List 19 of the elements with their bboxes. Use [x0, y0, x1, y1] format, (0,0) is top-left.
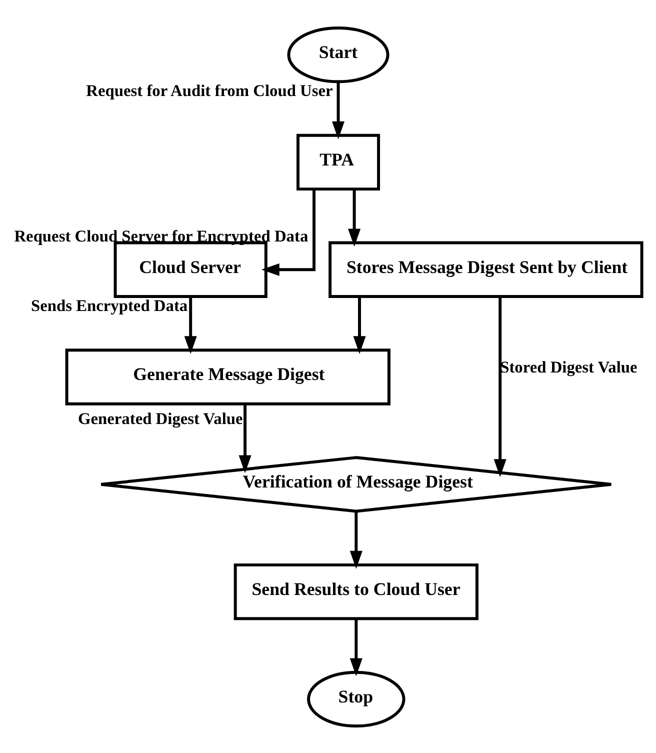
arrow — [348, 188, 361, 246]
edge-label: Generated Digest Value — [78, 408, 243, 428]
node-box: Send Results to Cloud User — [234, 562, 478, 620]
edge-label: Request for Audit from Cloud User — [86, 80, 333, 100]
arrow — [332, 81, 345, 139]
arrow — [261, 188, 316, 276]
edge-label: Sends Encrypted Data — [30, 295, 188, 314]
arrow — [353, 296, 366, 354]
arrow — [184, 296, 197, 354]
node-box: TPA — [296, 133, 380, 190]
node-ellipse: Stop — [307, 670, 406, 728]
arrow — [494, 296, 506, 477]
node-box: Generate Message Digest — [65, 348, 390, 405]
arrow — [350, 511, 362, 568]
node-ellipse: Start — [287, 26, 390, 83]
node-box: Stores Message Digest Sent by Client — [328, 240, 644, 298]
edge-label: Stored Digest Value — [500, 356, 638, 376]
arrow — [350, 618, 362, 676]
arrow — [238, 404, 252, 473]
